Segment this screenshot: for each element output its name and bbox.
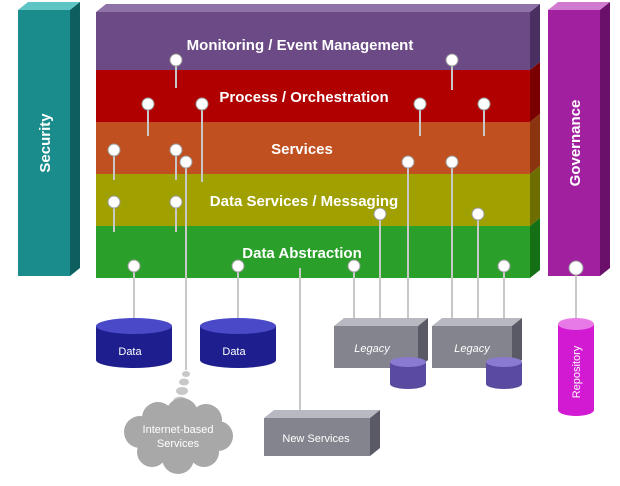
- services-label: Services: [271, 141, 333, 158]
- data-services-label: Data Services / Messaging: [210, 193, 398, 210]
- repository-label: Repository: [571, 345, 583, 398]
- security-pillar: Security: [18, 2, 80, 276]
- internet-cloud: Internet-based Services: [124, 371, 233, 474]
- legacy-1-label: Legacy: [354, 343, 391, 355]
- process-layer: [96, 70, 530, 122]
- data-services-layer: [96, 174, 530, 226]
- new-services-label: New Services: [282, 433, 350, 445]
- legacy-2-label: Legacy: [454, 343, 491, 355]
- new-services-box: New Services: [264, 410, 380, 456]
- governance-pillar: Governance: [548, 2, 610, 276]
- data-store-1: Data: [96, 318, 172, 368]
- security-label: Security: [37, 113, 54, 173]
- legacy-system-2: Legacy: [432, 318, 522, 389]
- data-store-2-label: Data: [222, 346, 246, 358]
- services-layer: [96, 122, 530, 174]
- process-label: Process / Orchestration: [219, 89, 388, 106]
- legacy-system-1: Legacy: [334, 318, 428, 389]
- data-abstraction-label: Data Abstraction: [242, 245, 361, 262]
- internet-label-line1: Internet-based: [143, 424, 214, 436]
- data-store-2: Data: [200, 318, 276, 368]
- repository: Repository: [558, 318, 594, 416]
- data-abstraction-layer: [96, 226, 530, 278]
- monitoring-label: Monitoring / Event Management: [187, 37, 414, 54]
- governance-label: Governance: [567, 100, 584, 187]
- data-store-1-label: Data: [118, 346, 142, 358]
- internet-label-line2: Services: [157, 438, 200, 450]
- layer-stack: Monitoring / Event Management Process / …: [96, 4, 540, 278]
